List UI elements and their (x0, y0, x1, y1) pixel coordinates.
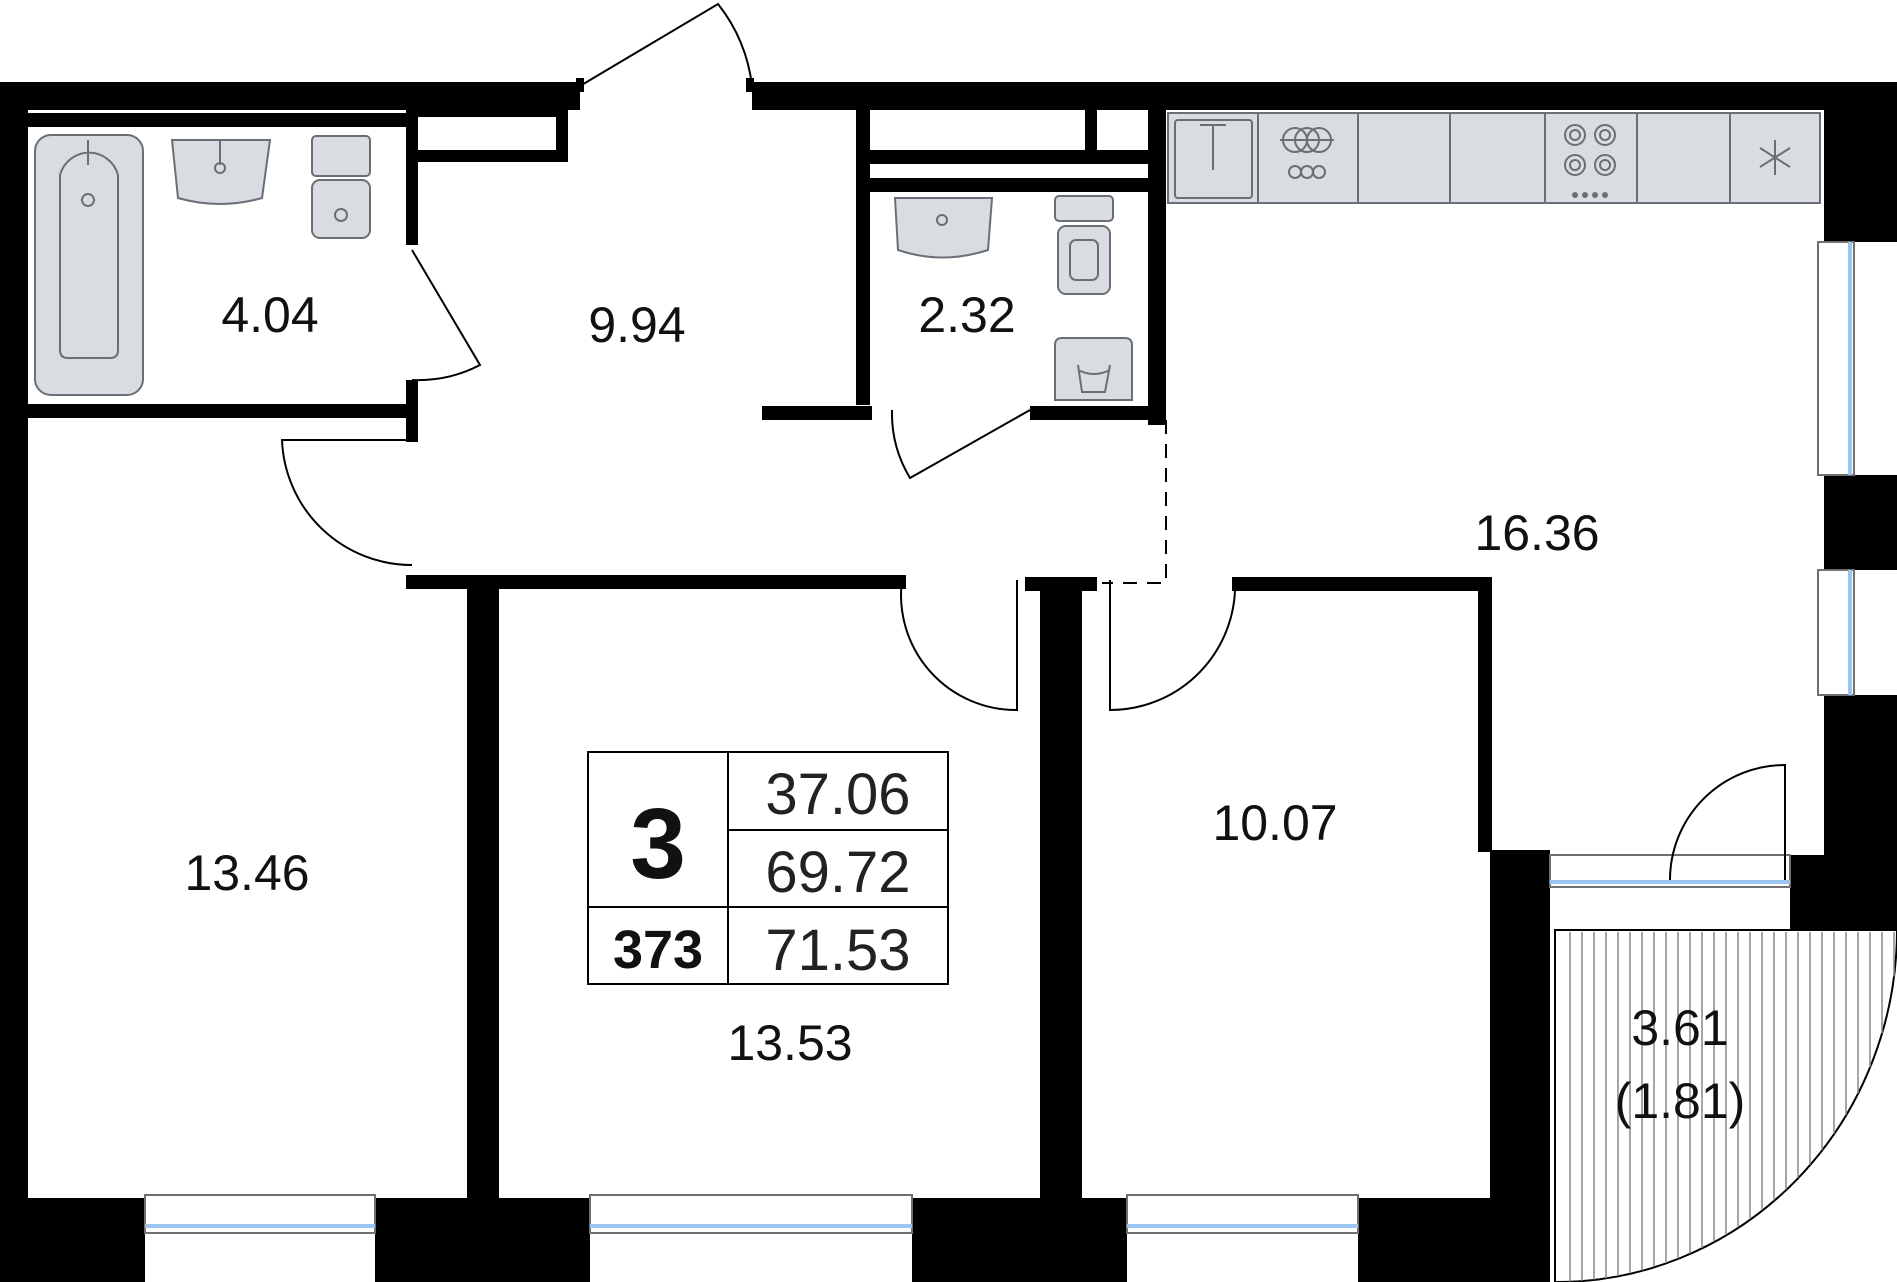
bathtub-icon (34, 134, 144, 396)
doors (280, 2, 1786, 881)
apartment-info-box: 3 373 37.06 69.72 71.53 (587, 751, 949, 985)
toilet-fixtures (893, 195, 1133, 401)
kitchen-fixtures (1167, 112, 1821, 204)
toilet-icon (311, 135, 371, 177)
total-area-with-balcony: 71.53 (765, 918, 910, 983)
windows (144, 241, 1855, 1234)
kitchen-sink-icon (1174, 119, 1253, 199)
washing-machine-icon (1054, 337, 1133, 401)
room-area-balcony: 3.61 (1631, 1000, 1728, 1056)
room-area-hallway: 9.94 (588, 297, 685, 353)
living-area: 37.06 (765, 762, 910, 827)
room-area-bathroom: 4.04 (221, 287, 318, 343)
room-area-bedroom-middle: 13.53 (727, 1015, 852, 1071)
rooms-count: 3 (630, 788, 686, 900)
total-area: 69.72 (765, 840, 910, 905)
cooktop-icon (1564, 124, 1616, 198)
dishwasher-icon (1280, 127, 1334, 179)
walls (0, 82, 1897, 1282)
apartment-number: 373 (613, 920, 703, 980)
room-area-toilet: 2.32 (918, 287, 1015, 343)
snowflake-icon (1759, 140, 1791, 175)
room-area-bedroom-left: 13.46 (184, 845, 309, 901)
room-labels: 4.04 9.94 2.32 16.36 13.46 13.53 10.07 3… (184, 287, 1745, 1129)
sink-icon (893, 197, 994, 259)
room-area-bedroom-right: 10.07 (1212, 795, 1337, 851)
bathroom-fixtures (34, 134, 371, 396)
balcony (1554, 929, 1897, 1282)
room-area-balcony-reduced: (1.81) (1615, 1073, 1746, 1129)
countertop (1167, 112, 1821, 204)
room-area-kitchen-living: 16.36 (1474, 505, 1599, 561)
toilet-icon (1054, 195, 1114, 222)
